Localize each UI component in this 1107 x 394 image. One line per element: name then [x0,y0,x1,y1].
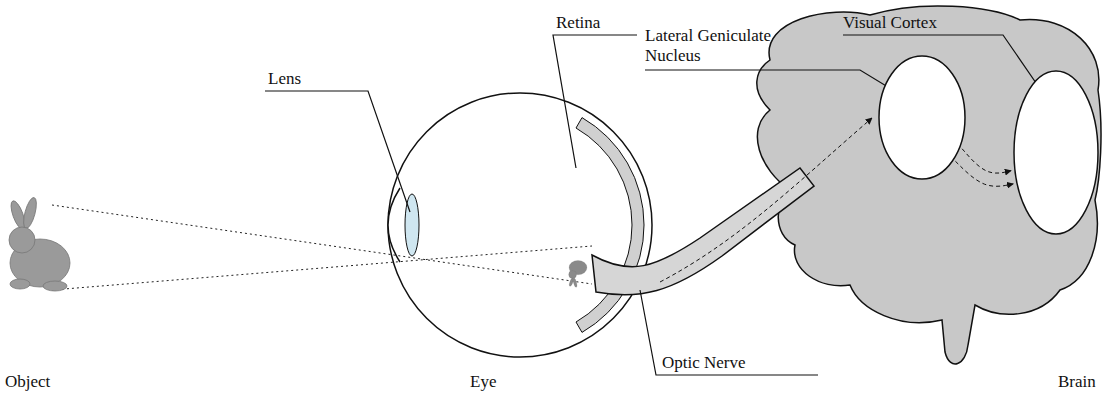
retina-band [576,118,644,333]
leader-line [640,290,818,375]
region-label: Visual Cortex [843,13,1013,33]
light-ray [52,205,592,284]
part-label: Optic Nerve [662,353,746,373]
part-label: Lens [268,69,301,89]
leader-line [553,35,637,168]
part-label: Retina [556,13,600,33]
region-outline [878,55,966,180]
signal-path [660,118,872,282]
leader-line [265,91,410,212]
retinal-image [568,260,587,287]
brain-region: Visual Cortex [1013,70,1099,235]
light-ray [52,246,592,290]
part-label: Brain [1058,372,1096,392]
cornea [388,188,400,262]
signal-arrow [955,161,1013,186]
region-outline [1013,70,1099,235]
bunny-object [8,196,70,291]
optic-nerve [592,168,814,295]
signal-arrow [962,149,1011,173]
leader-line [645,70,906,98]
brain-region: Lateral Geniculate Nucleus [878,55,966,180]
eyeball [388,93,652,357]
region-label: Lateral Geniculate Nucleus [645,26,795,66]
part-label: Object [5,372,50,392]
part-label: Eye [470,372,496,392]
